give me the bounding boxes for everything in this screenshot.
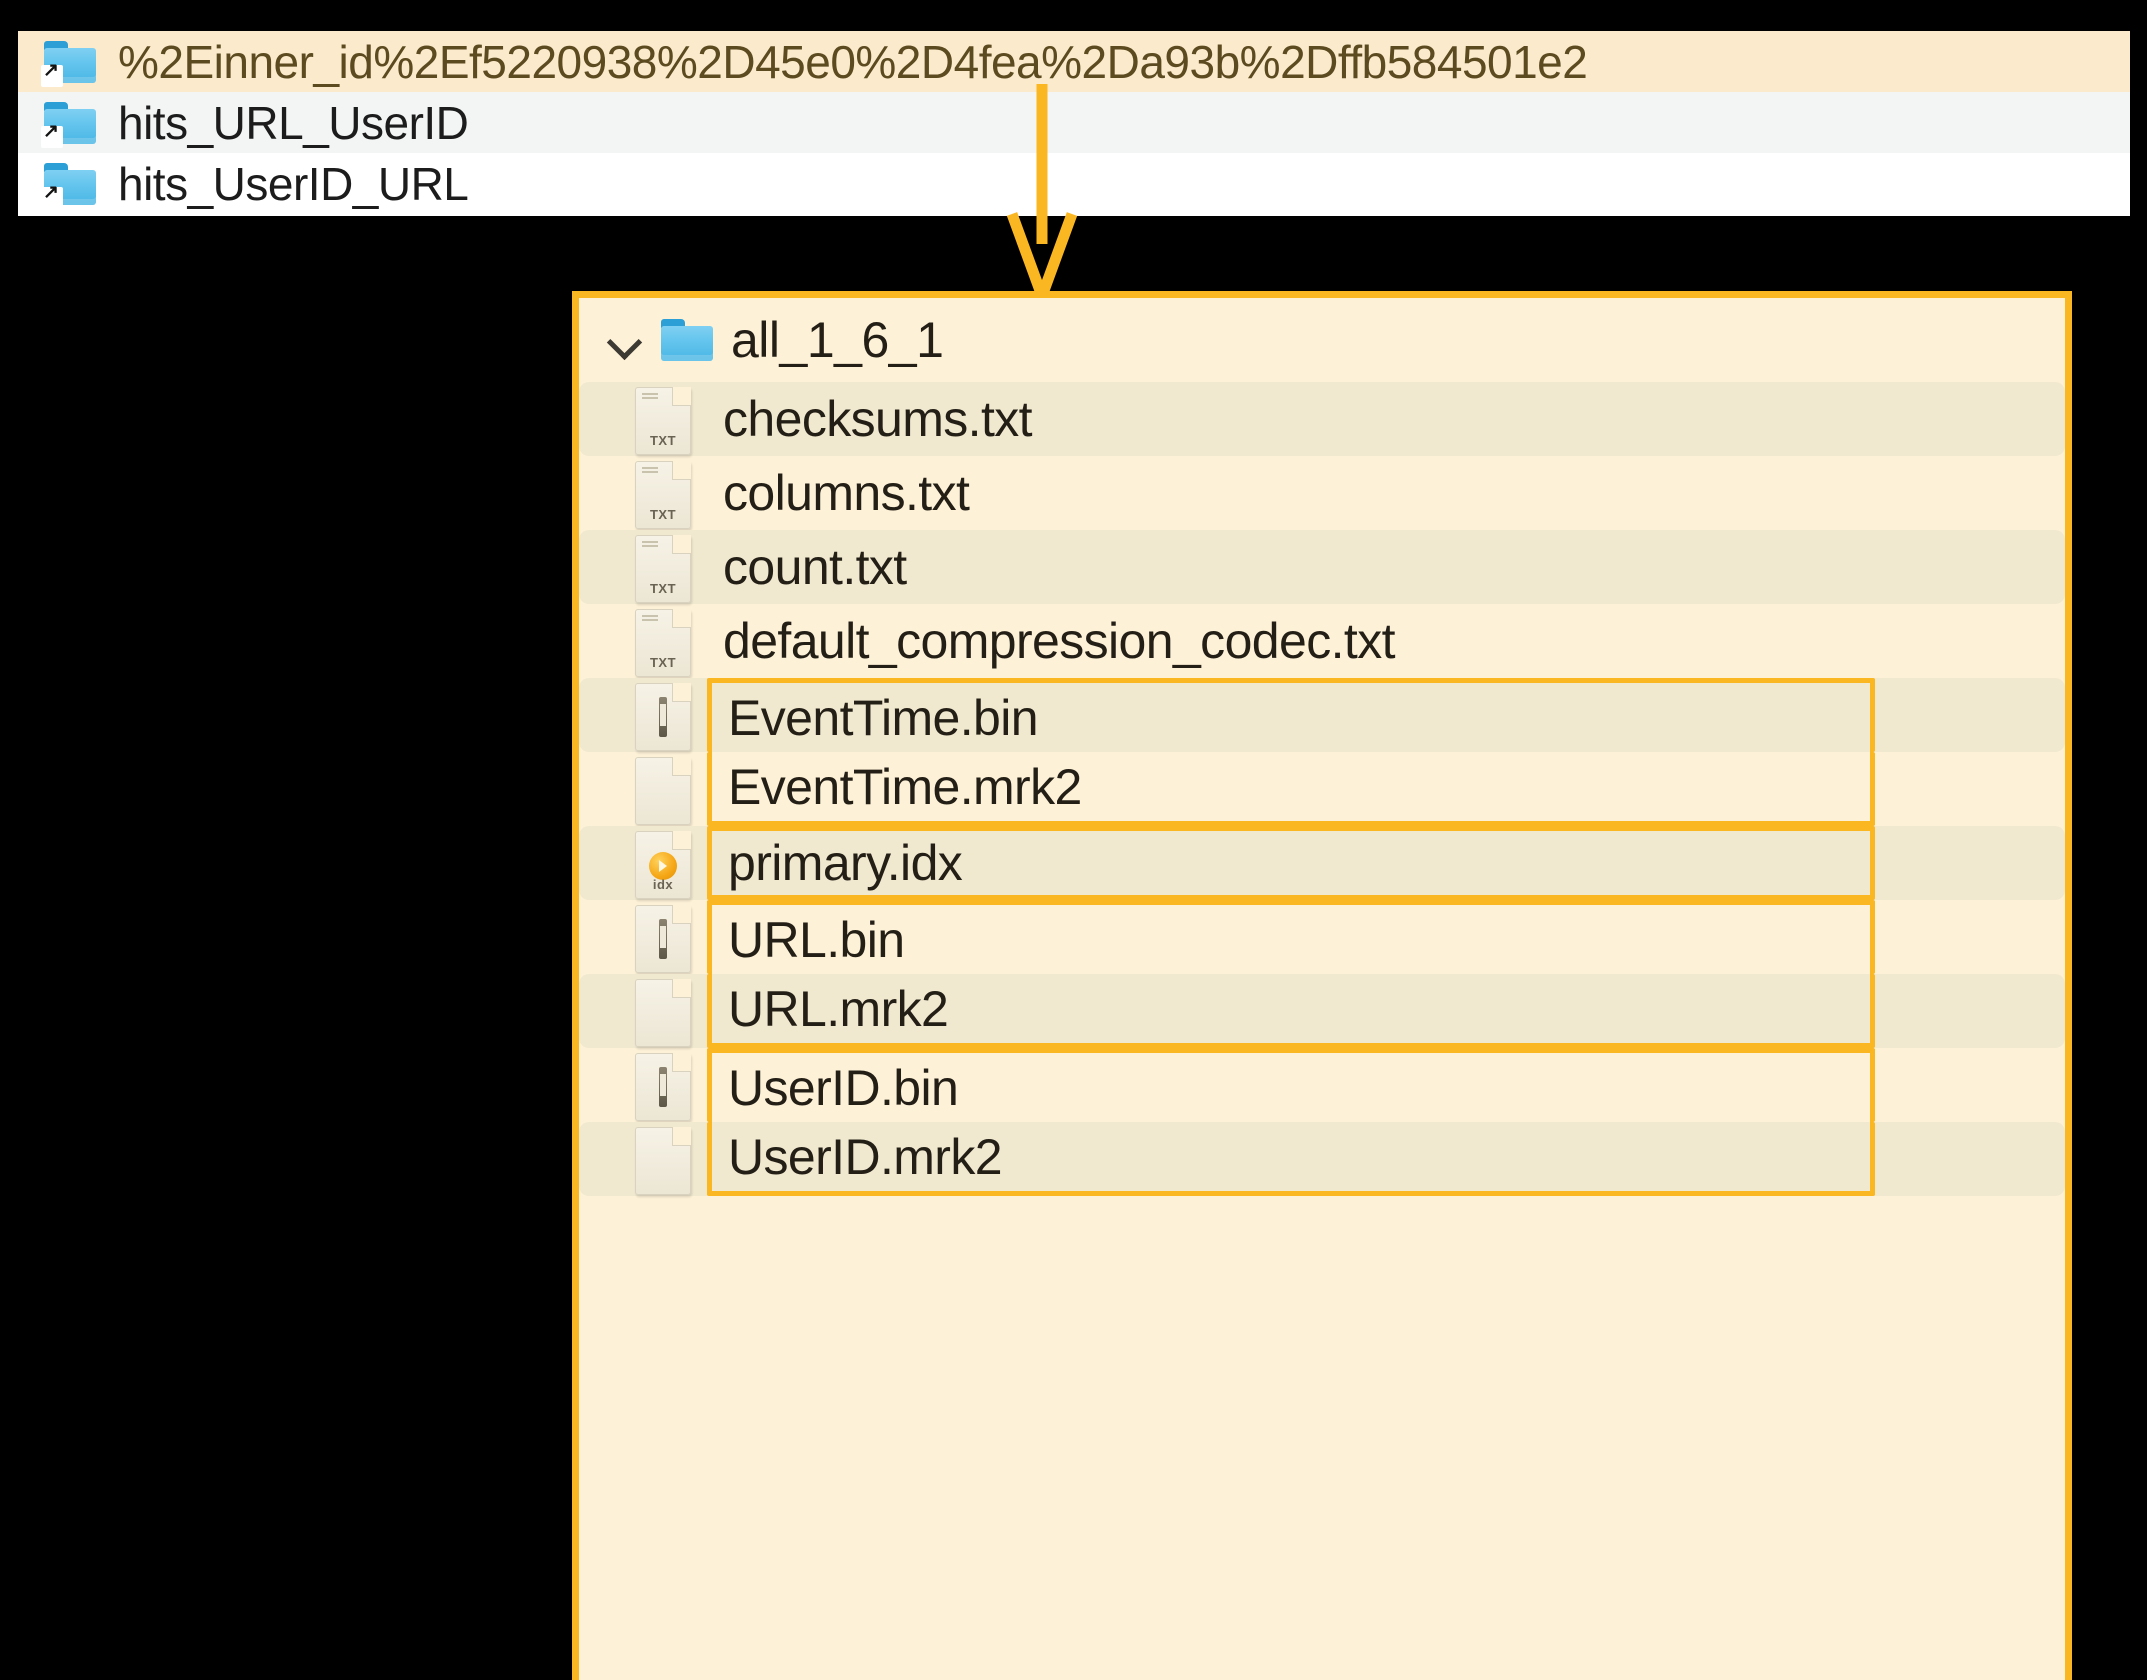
directory-header-row[interactable]: all_1_6_1: [579, 298, 2065, 382]
folder-list-item-label: %2Einner_id%2Ef5220938%2D45e0%2D4fea%2Da…: [118, 35, 1588, 88]
file-name-label: primary.idx: [707, 826, 1875, 900]
txt-file-icon: TXT: [635, 387, 691, 455]
folder-list-item[interactable]: %2Einner_id%2Ef5220938%2D45e0%2D4fea%2Da…: [18, 31, 2130, 92]
mrk-file-icon: [635, 979, 691, 1047]
file-row[interactable]: URL.bin: [579, 900, 2065, 974]
file-row[interactable]: EventTime.mrk2: [579, 752, 2065, 826]
file-name-label: EventTime.bin: [707, 678, 1875, 752]
folder-list-item[interactable]: hits_UserID_URL: [18, 153, 2130, 214]
mrk-file-icon: [635, 1127, 691, 1195]
file-row[interactable]: UserID.mrk2: [579, 1122, 2065, 1196]
chevron-down-icon[interactable]: [605, 321, 643, 359]
file-name-label: URL.bin: [707, 900, 1875, 974]
folder-alias-icon: [41, 162, 96, 209]
idx-file-icon: idx: [635, 831, 691, 899]
mrk-file-icon: [635, 757, 691, 825]
txt-file-icon: TXT: [635, 609, 691, 677]
folder-alias-icon: [41, 40, 96, 87]
file-name-label: count.txt: [723, 539, 907, 595]
file-row[interactable]: TXT default_compression_codec.txt: [579, 604, 2065, 678]
file-row[interactable]: EventTime.bin: [579, 678, 2065, 752]
file-name-label: UserID.mrk2: [707, 1122, 1875, 1196]
file-row[interactable]: TXT count.txt: [579, 530, 2065, 604]
file-name-label: UserID.bin: [707, 1048, 1875, 1122]
file-name-label: URL.mrk2: [707, 974, 1875, 1048]
folder-alias-icon: [41, 101, 96, 148]
file-row[interactable]: URL.mrk2: [579, 974, 2065, 1048]
file-name-label: checksums.txt: [723, 391, 1033, 447]
bin-file-icon: [635, 905, 691, 973]
bin-file-icon: [635, 683, 691, 751]
directory-name: all_1_6_1: [731, 312, 944, 368]
file-row[interactable]: UserID.bin: [579, 1048, 2065, 1122]
folder-list-item[interactable]: hits_URL_UserID: [18, 92, 2130, 153]
file-row[interactable]: idx primary.idx: [579, 826, 2065, 900]
folder-list-item-label: hits_UserID_URL: [118, 157, 469, 210]
file-name-label: default_compression_codec.txt: [723, 613, 1395, 669]
file-name-label: EventTime.mrk2: [707, 752, 1875, 826]
file-row[interactable]: TXT checksums.txt: [579, 382, 2065, 456]
sibling-index-folder-list: %2Einner_id%2Ef5220938%2D45e0%2D4fea%2Da…: [18, 31, 2130, 216]
txt-file-icon: TXT: [635, 535, 691, 603]
folder-list-item-label: hits_URL_UserID: [118, 96, 469, 149]
bin-file-icon: [635, 1053, 691, 1121]
folder-icon: [661, 319, 713, 361]
txt-file-icon: TXT: [635, 461, 691, 529]
file-name-label: columns.txt: [723, 465, 970, 521]
file-row[interactable]: TXT columns.txt: [579, 456, 2065, 530]
